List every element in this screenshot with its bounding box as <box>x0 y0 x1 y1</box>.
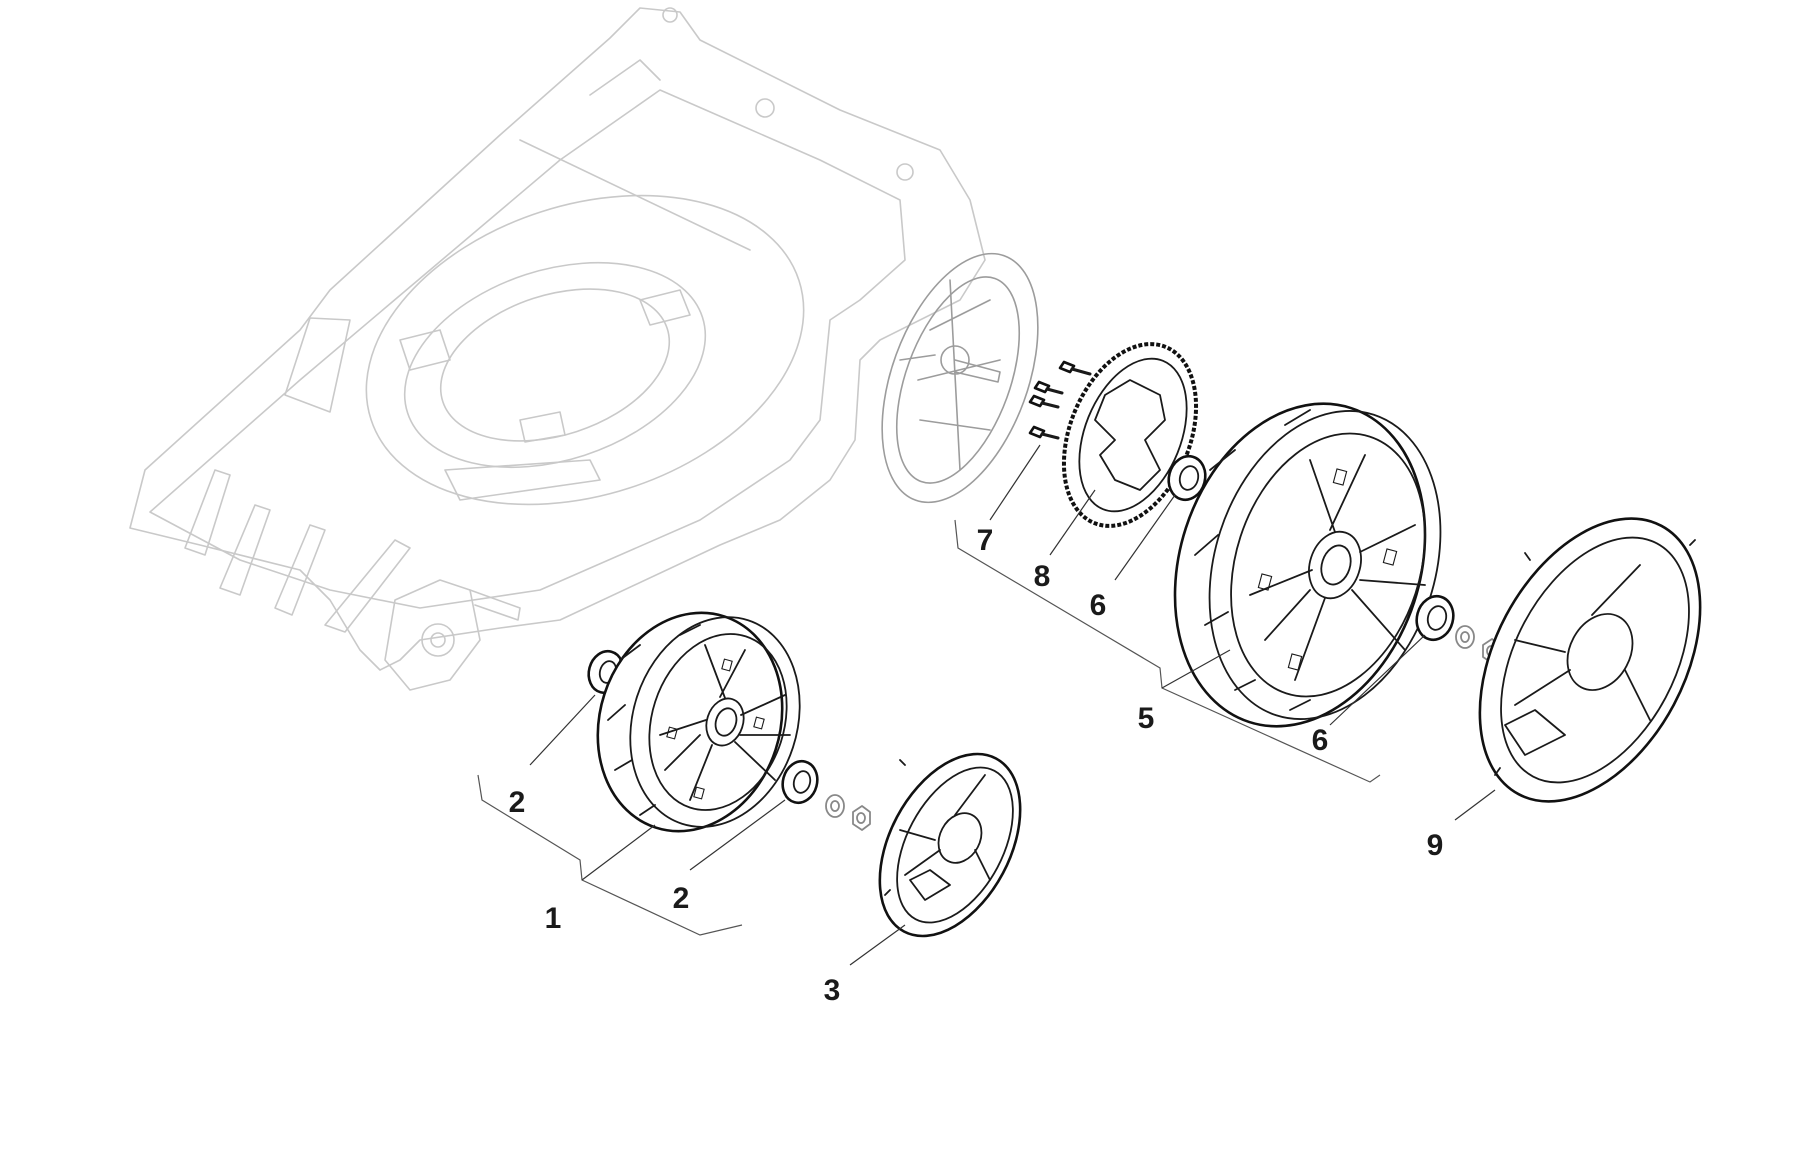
callout-bearing-front-inner: 2 <box>509 786 526 819</box>
callout-labels: 1 2 2 3 5 6 6 7 8 9 <box>509 524 1444 1007</box>
rear-wheel-assembly <box>1028 342 1702 803</box>
gear-ring <box>1061 342 1199 528</box>
front-wheel-assembly <box>587 611 1022 938</box>
mower-deck-outline <box>129 7 1039 691</box>
rear-wheel <box>1173 402 1442 728</box>
callout-bearing-rear-inner: 6 <box>1090 589 1107 622</box>
callout-screws: 7 <box>977 524 994 557</box>
front-washer-nut <box>825 794 871 831</box>
callout-gear-ring: 8 <box>1034 560 1051 593</box>
rear-outer-bearing <box>1415 594 1455 642</box>
callout-bearing-rear-outer: 6 <box>1312 724 1329 757</box>
leader-lines <box>477 444 1496 966</box>
rear-inner-bearing <box>1167 454 1207 502</box>
front-hubcap <box>878 752 1022 938</box>
front-wheel <box>596 611 801 833</box>
callout-front-wheel: 1 <box>545 902 562 935</box>
callout-rear-hubcap: 9 <box>1427 829 1444 862</box>
front-outer-bearing <box>781 759 819 805</box>
screws <box>1028 360 1092 440</box>
callout-rear-wheel: 5 <box>1138 702 1155 735</box>
callout-bearing-front-outer: 2 <box>673 882 690 915</box>
callout-front-hubcap: 3 <box>824 974 841 1007</box>
rear-hubcap <box>1478 517 1702 803</box>
